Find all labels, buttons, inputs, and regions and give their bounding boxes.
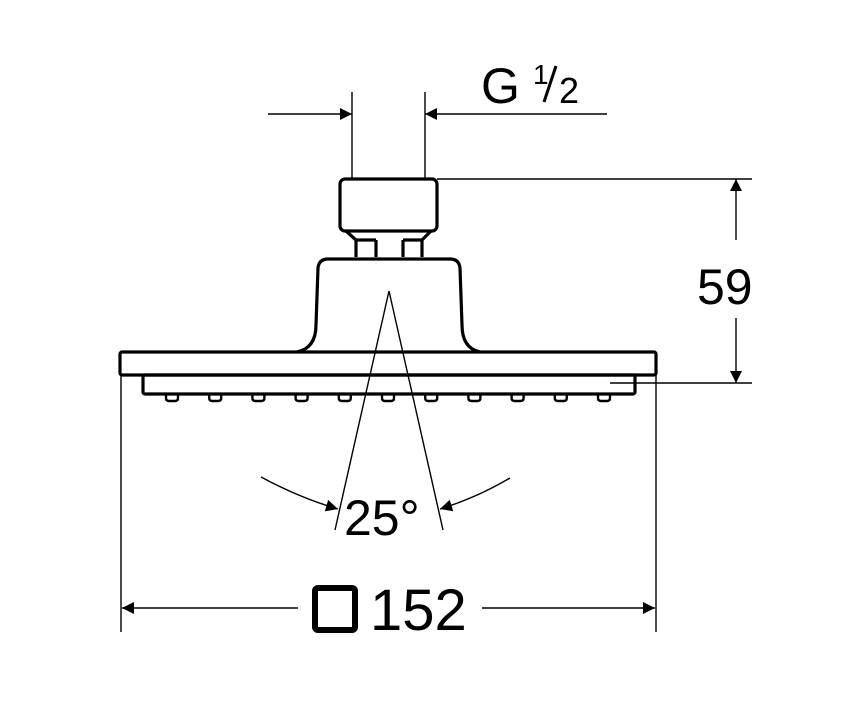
nozzle	[467, 394, 482, 403]
shower-head	[118, 177, 658, 403]
nozzle	[337, 394, 352, 403]
width-label: 152	[370, 578, 467, 643]
nozzle	[510, 394, 525, 403]
thread-label: G	[481, 58, 520, 114]
square-symbol-icon	[312, 585, 358, 633]
connector-nut	[338, 177, 439, 233]
nozzle	[424, 394, 439, 403]
neck-right	[401, 229, 433, 257]
thread-dimension: G 1 2	[268, 58, 607, 179]
width-dimension: 152	[120, 375, 657, 643]
spray-plate	[141, 373, 637, 396]
nozzle	[380, 394, 396, 403]
thread-denominator: 2	[559, 70, 579, 111]
height-dimension: 59	[437, 178, 753, 384]
angle-label: 25°	[344, 490, 420, 546]
nozzle	[164, 394, 180, 403]
neck-left	[344, 229, 378, 257]
angle-dimension: 25°	[260, 290, 511, 546]
nozzle	[553, 394, 568, 403]
nozzle	[251, 394, 266, 403]
body-dome	[296, 257, 481, 354]
nozzles	[164, 394, 612, 403]
nozzle	[208, 394, 223, 403]
nozzle	[596, 394, 612, 403]
face-plate	[118, 350, 658, 377]
height-label: 59	[697, 259, 753, 315]
nozzle	[294, 394, 309, 403]
thread-numerator: 1	[533, 59, 549, 90]
